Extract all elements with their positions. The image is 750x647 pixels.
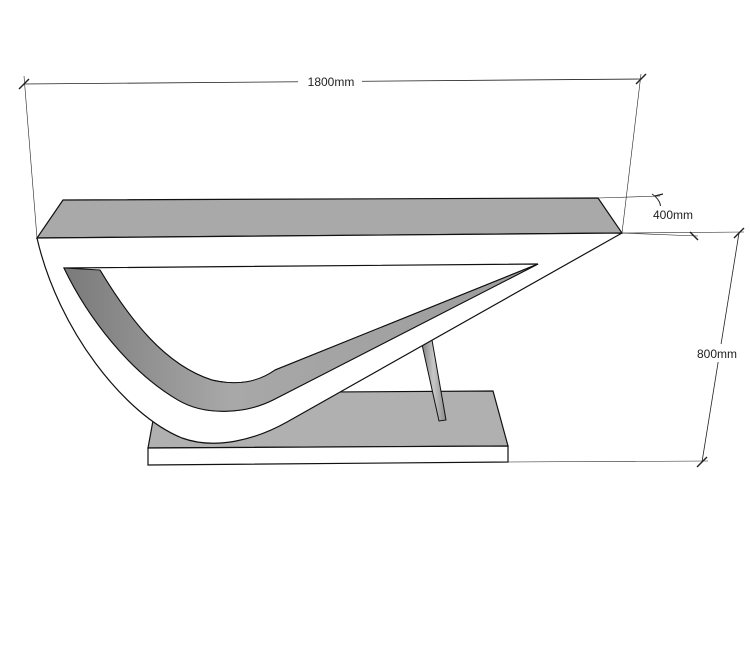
dimension-depth-label: 400mm: [653, 208, 693, 222]
dimension-width-label: 1800mm: [308, 75, 355, 89]
base-front-face: [147, 445, 509, 466]
dimension-depth: 400mm: [597, 193, 702, 241]
dimension-height-label: 800mm: [697, 347, 737, 361]
dimension-height: 800mm: [507, 227, 746, 468]
inner-rear-edge: [99, 263, 539, 384]
tabletop-top-face: [35, 197, 624, 239]
dimension-width: 1800mm: [18, 73, 647, 239]
